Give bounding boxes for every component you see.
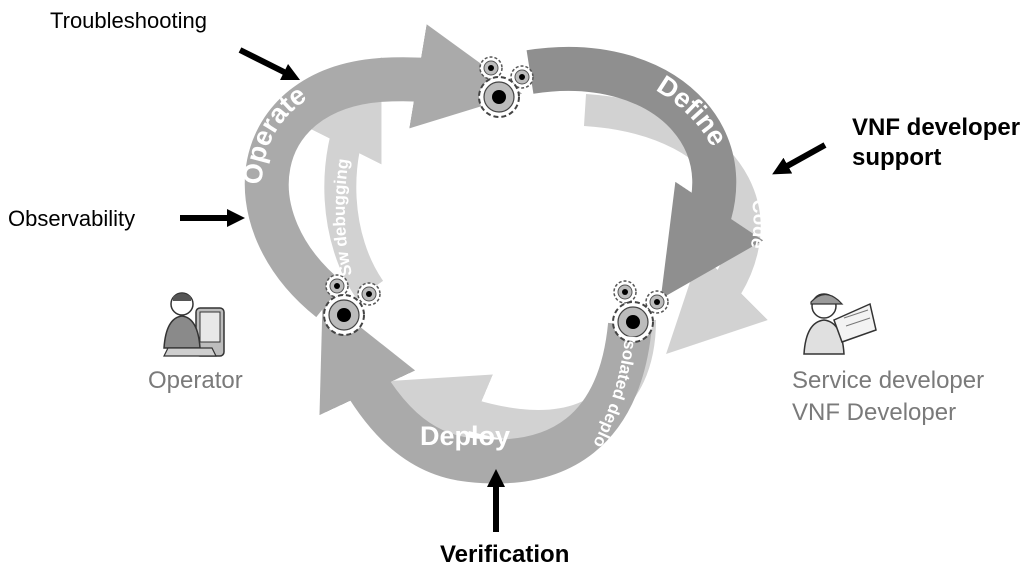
pointer-arrow-icon [772, 142, 827, 175]
observability-label: Observability [8, 206, 135, 231]
gear-icon [323, 294, 365, 336]
deploy-arc [319, 297, 652, 484]
pointer-arrow-icon [238, 47, 301, 81]
gear-cluster-right [612, 280, 669, 343]
gear-icon [479, 56, 503, 80]
verification-label: Verification [440, 541, 569, 568]
vnf-developer-support-label-line1: VNF developer [852, 114, 1020, 141]
gear-icon [357, 282, 381, 306]
code-label: Code [746, 199, 770, 251]
vnf-developer-label: VNF Developer [792, 399, 956, 426]
inner-cycle [295, 57, 768, 463]
developer-person-icon [803, 293, 877, 355]
inner-arc-sw-debugging [295, 57, 384, 300]
vnf-developer-support-label-line2: support [852, 144, 941, 171]
troubleshooting-label: Troubleshooting [50, 8, 207, 33]
outer-cycle [244, 24, 764, 484]
operator-label: Operator [148, 367, 243, 394]
gear-icon [613, 280, 637, 304]
gear-icon [645, 290, 669, 314]
pointer-arrows [180, 47, 827, 532]
define-arc [526, 46, 764, 299]
operate-arc [244, 24, 523, 318]
gear-icon [478, 76, 520, 118]
gear-cluster-top [478, 56, 534, 118]
deploy-label: Deploy [420, 421, 510, 451]
gear-icon [325, 274, 349, 298]
service-developer-label: Service developer [792, 367, 984, 394]
operator-person-icon [163, 292, 225, 357]
